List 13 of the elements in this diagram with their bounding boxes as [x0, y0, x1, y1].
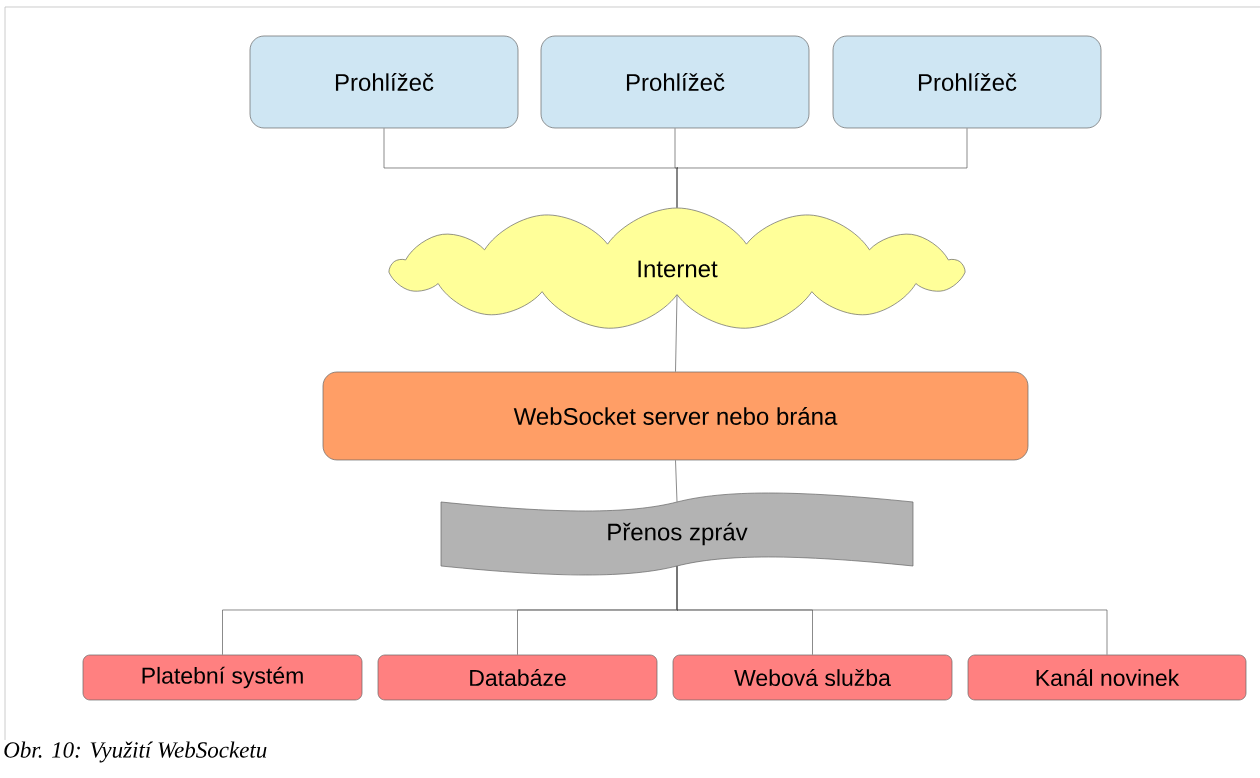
connector-line	[675, 294, 678, 372]
rounded-box: Platební systém	[82, 654, 363, 701]
connector-line	[675, 460, 678, 503]
rounded-box: Prohlížeč	[540, 35, 810, 129]
rounded-box: Webová služba	[672, 654, 953, 701]
figure-caption: Obr. 10: Využití WebSocketu	[4, 741, 267, 763]
rounded-box: WebSocket server nebo brána	[322, 371, 1029, 461]
rounded-box: Kanál novinek	[967, 654, 1247, 701]
rounded-box: Databáze	[377, 654, 658, 701]
rounded-box: Prohlížeč	[832, 35, 1102, 129]
connector-line	[676, 128, 968, 208]
connector-line	[676, 565, 1108, 655]
rounded-box: Prohlížeč	[249, 35, 519, 129]
